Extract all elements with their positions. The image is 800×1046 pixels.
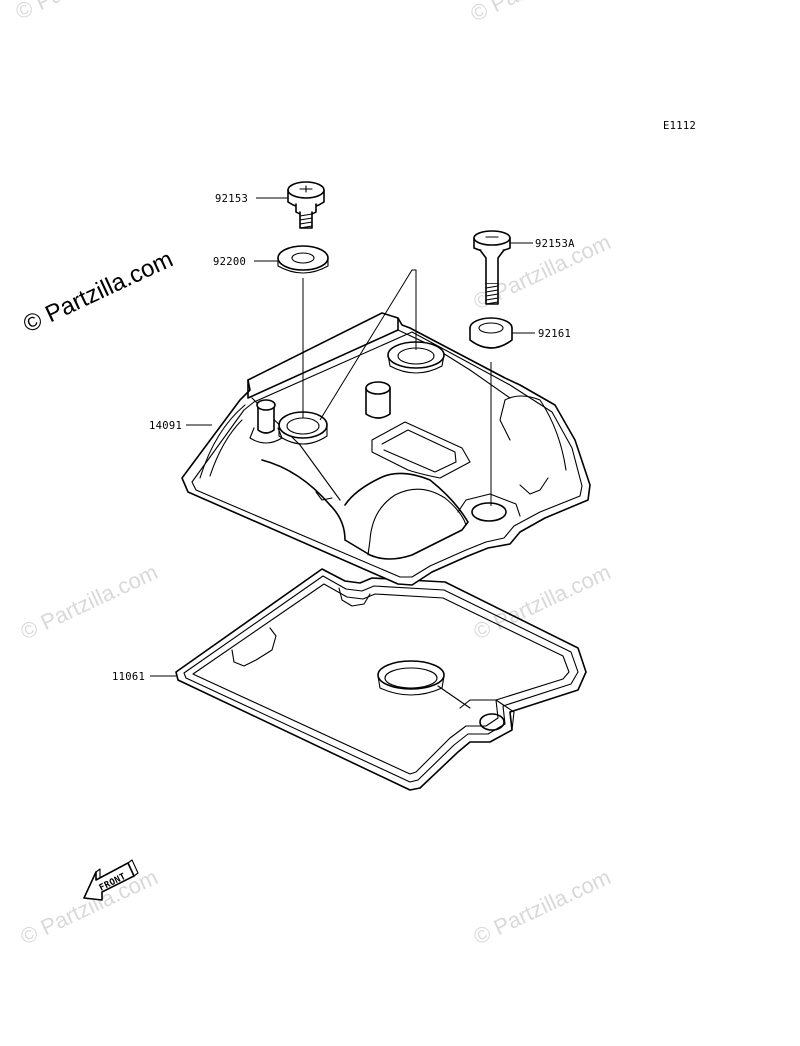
- bolt-92153[interactable]: [287, 181, 325, 229]
- watermark: © Partzilla.com: [17, 559, 162, 644]
- callout-11061: 11061: [112, 671, 176, 683]
- grommet-92161[interactable]: [469, 317, 513, 349]
- watermark: © Partzilla.com: [12, 0, 157, 25]
- watermark: © Partzilla.com: [17, 864, 162, 949]
- watermark: © Partzilla.com: [470, 559, 615, 644]
- callout-92200: 92200: [213, 256, 279, 268]
- callout-label: 92153A: [535, 238, 575, 250]
- callout-label: 11061: [112, 671, 145, 683]
- callout-label: 92153: [215, 193, 248, 205]
- callout-92161: 92161: [512, 328, 571, 340]
- callout-92153: 92153: [215, 193, 288, 205]
- diagram-code: E1112: [663, 120, 696, 132]
- gasket-11061[interactable]: [175, 568, 587, 791]
- cylinder-head-cover-14091[interactable]: [181, 312, 591, 586]
- watermark-prominent: © Partzilla.com: [19, 246, 177, 339]
- callout-92153a: 92153A: [510, 238, 575, 250]
- callout-label: 92161: [538, 328, 571, 340]
- watermark: © Partzilla.com: [470, 864, 615, 949]
- callout-14091: 14091: [149, 420, 212, 432]
- watermark: © Partzilla.com: [467, 0, 612, 27]
- callout-label: 14091: [149, 420, 182, 432]
- washer-92200[interactable]: [277, 245, 329, 274]
- bolt-92153a[interactable]: [473, 230, 511, 305]
- alignment-lines: [302, 269, 492, 506]
- callout-label: 92200: [213, 256, 246, 268]
